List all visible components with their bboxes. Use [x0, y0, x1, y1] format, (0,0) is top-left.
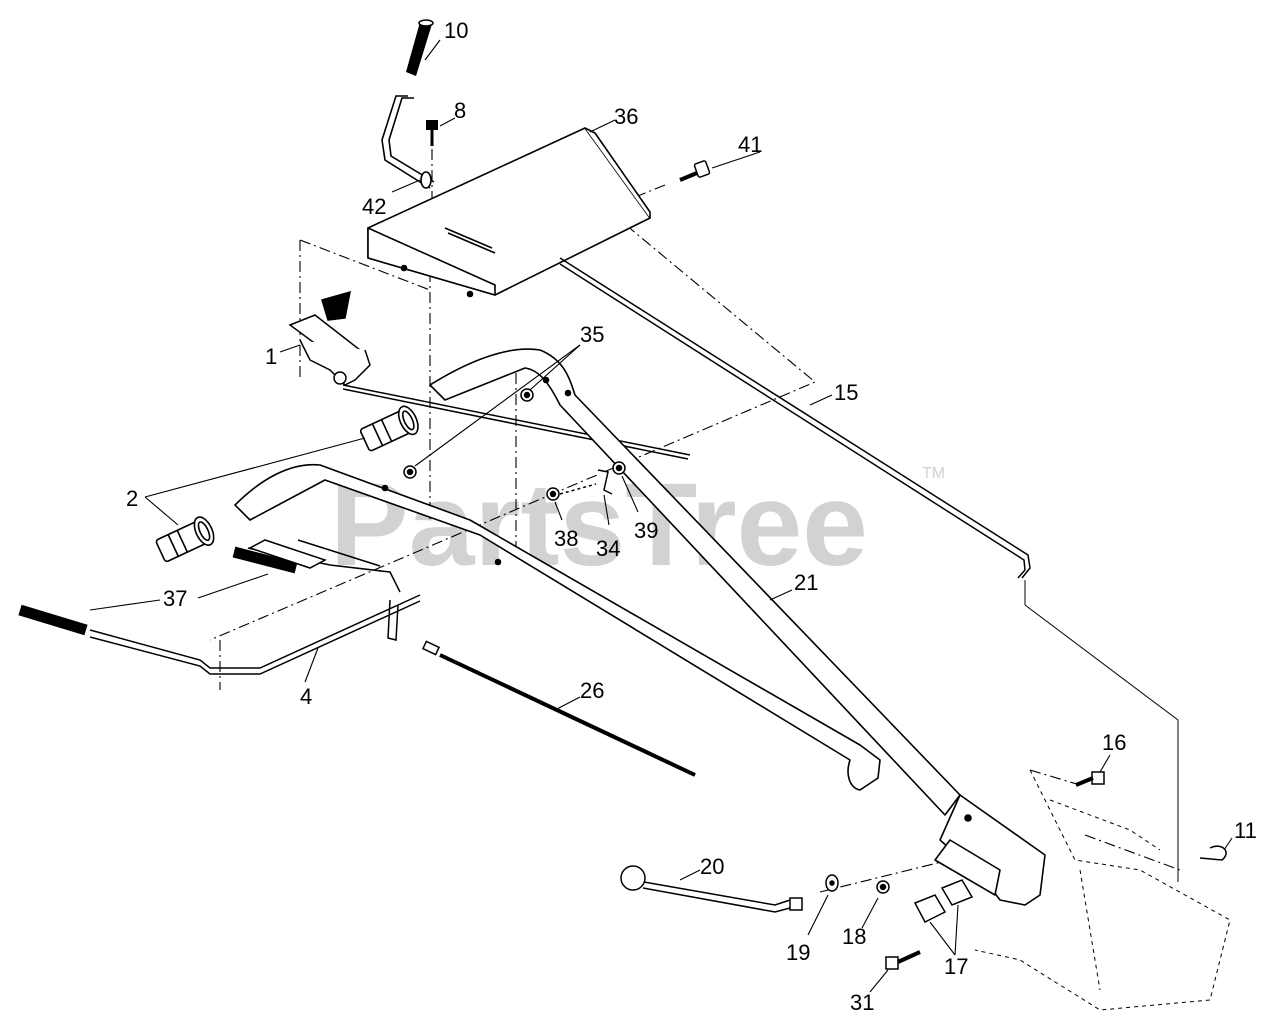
callout-42: 42 — [362, 194, 386, 219]
part-10-knob-grip — [406, 19, 434, 76]
part-15-depth-rod — [559, 257, 1179, 882]
callout-16: 16 — [1102, 730, 1126, 755]
callout-41: 41 — [738, 132, 762, 157]
callouts: 10 8 36 41 42 1 35 15 2 38 34 39 21 37 4… — [126, 18, 1257, 1015]
callout-19: 19 — [786, 940, 810, 965]
callout-4: 4 — [300, 684, 312, 709]
part-31-bolt — [885, 950, 921, 970]
part-20-height-lever — [620, 865, 803, 913]
callout-11: 11 — [1234, 818, 1257, 843]
callout-20: 20 — [700, 854, 724, 879]
part-36-handle-panel — [367, 127, 651, 298]
watermark: PartsTree TM — [330, 459, 945, 591]
part-41-bolt — [679, 160, 711, 182]
callout-2: 2 — [126, 486, 138, 511]
callout-26: 26 — [580, 678, 604, 703]
callout-39: 39 — [634, 518, 658, 543]
part-34-cable-clip — [597, 469, 613, 495]
part-18-nut — [876, 880, 890, 894]
part-19-washer — [825, 874, 839, 892]
watermark-trademark: TM — [922, 465, 945, 482]
lower-hardware — [825, 771, 1227, 970]
callout-15: 15 — [834, 380, 858, 405]
part-26-control-cable — [421, 640, 696, 777]
callout-36: 36 — [614, 104, 638, 129]
callout-17: 17 — [944, 954, 968, 979]
part-35-locknut-lower — [403, 465, 417, 479]
callout-8: 8 — [454, 98, 466, 123]
part-2-handle-grip-pair — [155, 405, 419, 563]
part-35-locknut-upper — [520, 388, 534, 402]
callout-1: 1 — [265, 344, 277, 369]
small-hardware — [403, 388, 626, 501]
watermark-text: PartsTree — [330, 459, 868, 591]
part-39-nut — [612, 461, 626, 475]
part-8-screw — [426, 120, 438, 146]
callout-31: 31 — [850, 990, 874, 1015]
callout-10: 10 — [444, 18, 468, 43]
callout-35: 35 — [580, 322, 604, 347]
callout-34: 34 — [596, 536, 620, 561]
part-42-shift-rod — [381, 95, 435, 189]
part-1-shift-lever-bracket — [288, 290, 691, 460]
part-38-nut — [546, 487, 560, 501]
leader-lines — [89, 39, 1233, 993]
part-37-bail-grip-pair — [18, 546, 298, 636]
part-11-hairpin-clip — [1199, 845, 1227, 861]
part-17-spacer-pair — [913, 879, 974, 923]
callout-21: 21 — [794, 570, 818, 595]
part-21-handle-frame — [234, 348, 1046, 906]
callout-38: 38 — [554, 526, 578, 551]
callout-37: 37 — [163, 586, 187, 611]
callout-18: 18 — [842, 924, 866, 949]
part-16-bolt — [1075, 771, 1105, 787]
part-4-control-bail — [89, 539, 421, 675]
